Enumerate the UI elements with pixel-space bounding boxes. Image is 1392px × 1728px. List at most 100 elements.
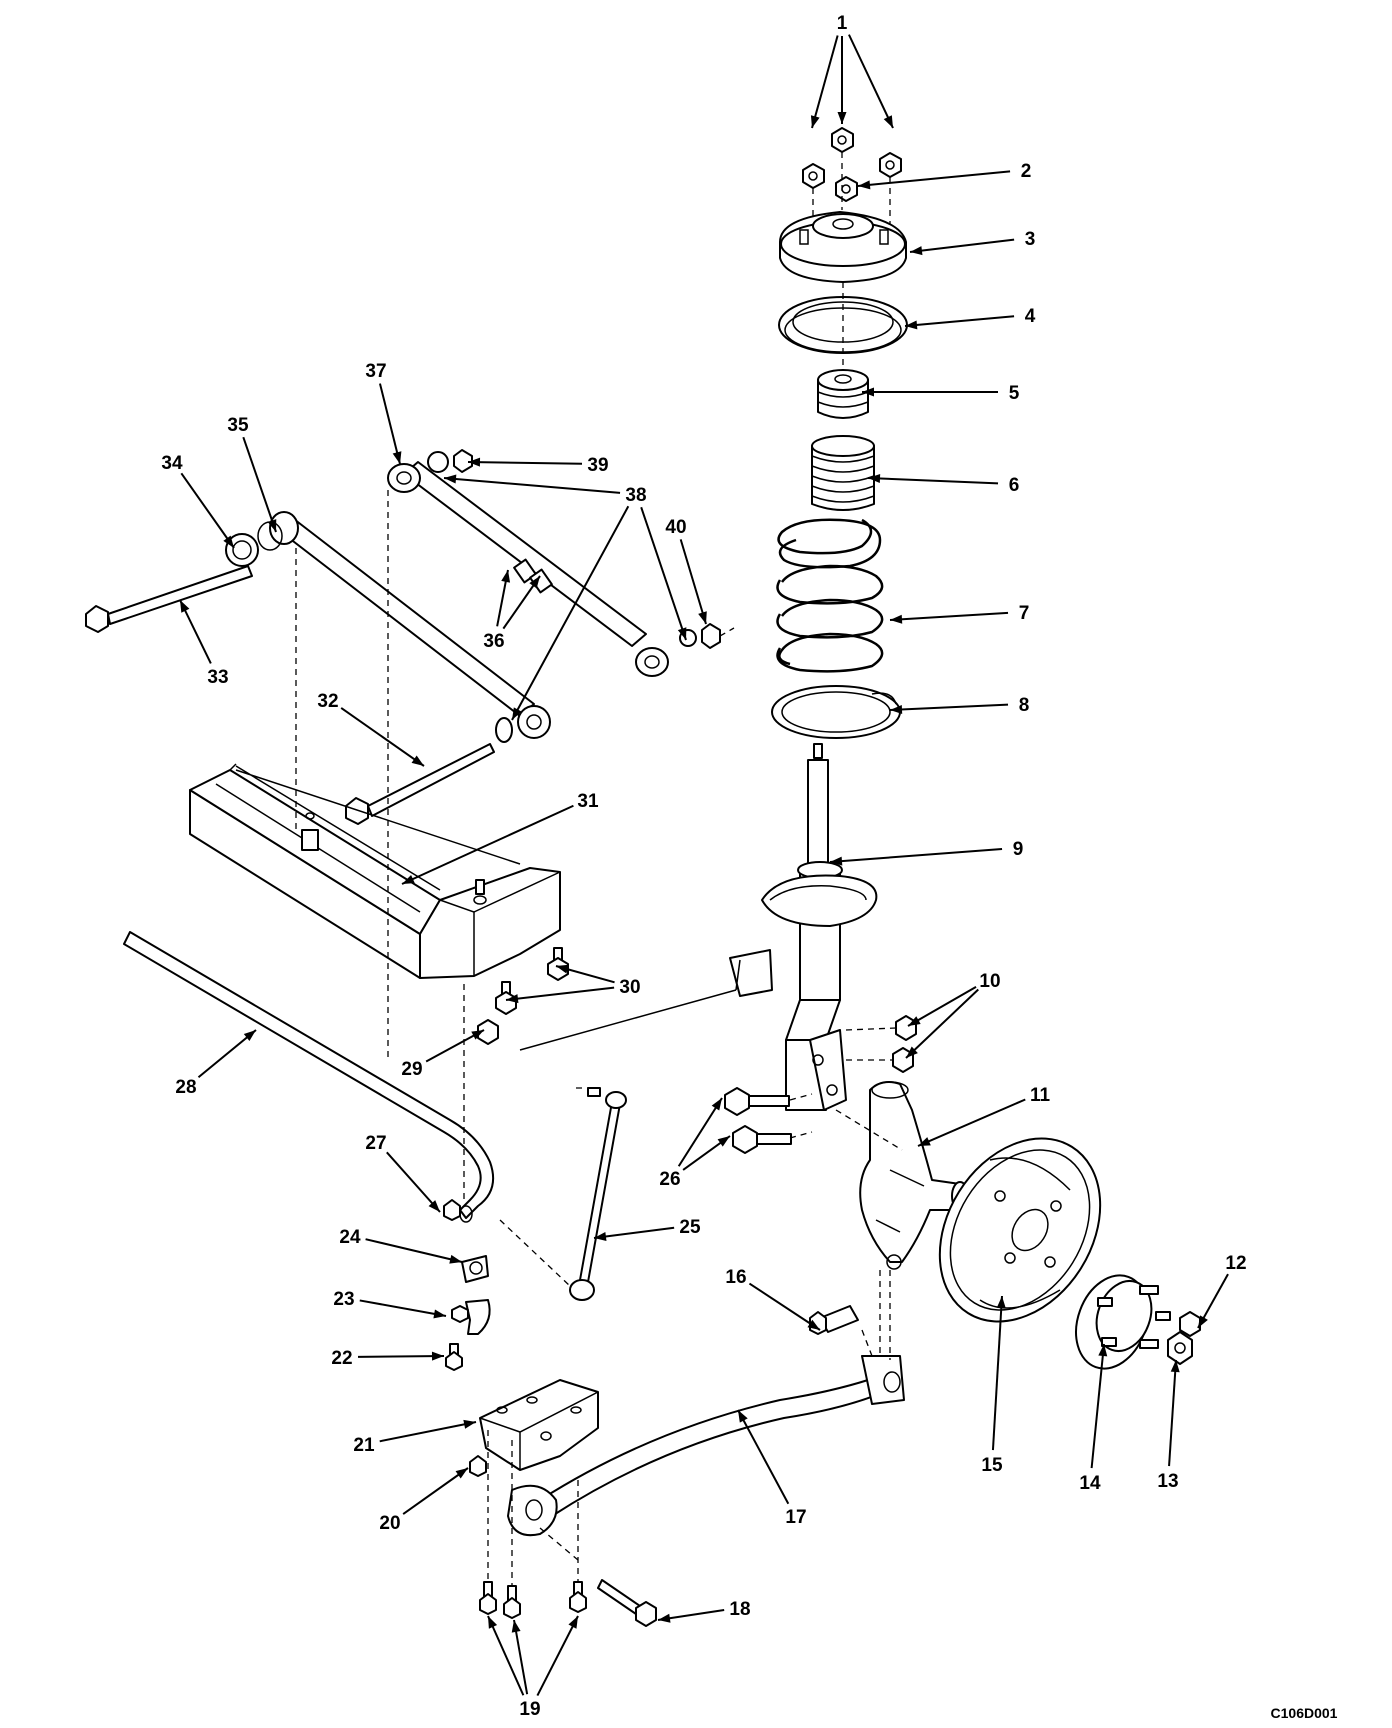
callout-arrowhead — [883, 115, 893, 128]
callout-leader — [357, 1355, 445, 1358]
callout-number: 21 — [353, 1435, 375, 1456]
callout-leader — [848, 34, 894, 129]
callout-arrowhead — [449, 1254, 462, 1264]
callout-17: 17 — [737, 1409, 807, 1528]
callout-arrowhead — [501, 570, 511, 583]
callout-7: 7 — [889, 603, 1029, 624]
callout-leader — [677, 1097, 723, 1167]
callout-arrowhead — [506, 994, 519, 1004]
callout-leader — [487, 1615, 525, 1696]
callout-number: 33 — [207, 667, 228, 688]
callout-number: 23 — [333, 1289, 354, 1310]
bumper — [817, 369, 869, 419]
callout-number: 35 — [227, 415, 249, 436]
callout-21: 21 — [353, 1419, 477, 1456]
callout-arrowhead — [890, 614, 903, 624]
callout-leader — [889, 703, 1009, 711]
callout-number: 39 — [587, 455, 608, 476]
callout-number: 37 — [365, 361, 386, 382]
callout-arrowhead — [511, 1620, 521, 1633]
callout-24: 24 — [339, 1227, 463, 1264]
hub-and-bearing — [1075, 1274, 1171, 1370]
callout-34: 34 — [161, 453, 235, 549]
callout-35: 35 — [227, 415, 277, 533]
callout-30: 30 — [505, 964, 641, 1004]
callout-number: 22 — [331, 1348, 352, 1369]
callout-number: 12 — [1225, 1253, 1246, 1274]
callout-arrowhead — [677, 627, 687, 640]
callout-38: 38 — [443, 474, 687, 721]
lower-insulator — [771, 685, 901, 739]
strut-mount-plate — [779, 211, 907, 283]
callout-number: 8 — [1019, 695, 1030, 716]
callout-number: 5 — [1009, 383, 1020, 404]
callout-arrowhead — [471, 1030, 484, 1040]
callout-arrowhead — [738, 1410, 748, 1423]
callout-number: 2 — [1021, 161, 1032, 182]
callout-leader — [505, 986, 615, 1001]
callout-leader — [1168, 1359, 1177, 1467]
callout-leader — [511, 505, 630, 721]
callout-arrowhead — [529, 576, 540, 589]
callout-25: 25 — [593, 1217, 701, 1241]
callout-number: 6 — [1009, 475, 1020, 496]
callout-arrowhead — [488, 1616, 498, 1629]
callout-9: 9 — [829, 839, 1023, 866]
callout-27: 27 — [365, 1133, 441, 1213]
callout-arrowhead — [402, 874, 415, 884]
coil-spring — [776, 518, 884, 673]
callout-leader — [467, 461, 583, 465]
cam-washer — [225, 533, 259, 567]
callout-leader — [513, 1619, 529, 1695]
callout-arrowhead — [698, 611, 707, 624]
callout-arrowhead — [1198, 1315, 1208, 1328]
callout-number: 31 — [577, 791, 599, 812]
callout-leader — [402, 1467, 469, 1515]
callout-8: 8 — [889, 695, 1030, 716]
callout-number: 15 — [981, 1455, 1003, 1476]
callout-4: 4 — [904, 306, 1036, 330]
callout-leader — [811, 35, 839, 129]
callout-arrowhead — [810, 115, 820, 128]
strut — [729, 743, 878, 1111]
callout-arrowhead — [910, 246, 923, 256]
callout-arrowhead — [906, 1046, 918, 1058]
callout-arrowhead — [996, 1296, 1006, 1309]
callout-number: 32 — [317, 691, 338, 712]
callout-number: 27 — [365, 1133, 386, 1154]
callout-36: 36 — [483, 569, 541, 652]
callout-number: 14 — [1079, 1473, 1101, 1494]
callout-number: 25 — [679, 1217, 701, 1238]
callout-arrowhead — [594, 1232, 607, 1241]
callout-number: 17 — [785, 1507, 806, 1528]
callout-leader — [536, 1615, 579, 1697]
callout-arrowhead — [862, 387, 874, 397]
callout-number: 38 — [625, 485, 646, 506]
callout-arrowhead — [711, 1098, 722, 1111]
callout-20: 20 — [379, 1467, 469, 1534]
callout-arrowhead — [223, 535, 234, 548]
callout-arrowhead — [807, 1319, 820, 1330]
callout-number: 16 — [725, 1267, 746, 1288]
callout-number: 1 — [837, 13, 848, 34]
callout-leader — [379, 1421, 477, 1443]
callout-number: 34 — [161, 453, 183, 474]
callout-3: 3 — [909, 229, 1035, 256]
callout-29: 29 — [401, 1029, 485, 1080]
callout-arrowhead — [463, 1419, 476, 1429]
callout-arrowhead — [918, 1137, 931, 1146]
callout-number: 36 — [483, 631, 504, 652]
callout-number: 40 — [665, 517, 686, 538]
callout-arrowhead — [455, 1468, 468, 1479]
crossmember — [189, 763, 561, 979]
callout-5: 5 — [862, 383, 1020, 404]
hub-nut — [1167, 1331, 1193, 1365]
callout-leader — [904, 315, 1015, 327]
callout-number: 11 — [1030, 1085, 1051, 1106]
callout-2: 2 — [857, 161, 1032, 190]
callout-11: 11 — [917, 1085, 1051, 1147]
callout-leader — [378, 383, 401, 465]
callout-37: 37 — [365, 361, 402, 465]
callout-leader — [905, 988, 979, 1059]
